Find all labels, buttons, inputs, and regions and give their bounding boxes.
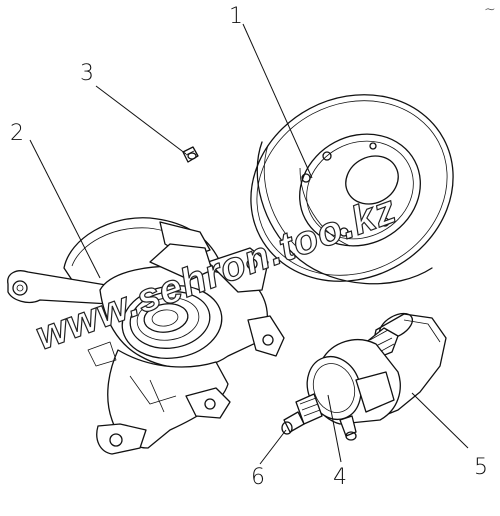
brake-caliper (281, 312, 447, 441)
leader-line-2 (29, 139, 101, 279)
leader-line-5 (411, 392, 469, 449)
leader-line-3 (95, 85, 187, 155)
callout-4: 4 (333, 465, 347, 490)
brake-disc (250, 94, 454, 285)
callout-2: 2 (10, 121, 24, 146)
corner-mark: ~ (484, 2, 496, 18)
callout-1: 1 (229, 4, 243, 29)
callout-5: 5 (474, 455, 488, 480)
leader-line-6 (259, 429, 287, 465)
leader-line-4 (327, 394, 342, 463)
leader-lines (29, 23, 469, 465)
callout-3: 3 (80, 61, 94, 86)
bolt (182, 146, 199, 163)
leader-line-1 (242, 23, 313, 179)
callout-6: 6 (251, 465, 265, 490)
steering-knuckle (7, 217, 285, 455)
